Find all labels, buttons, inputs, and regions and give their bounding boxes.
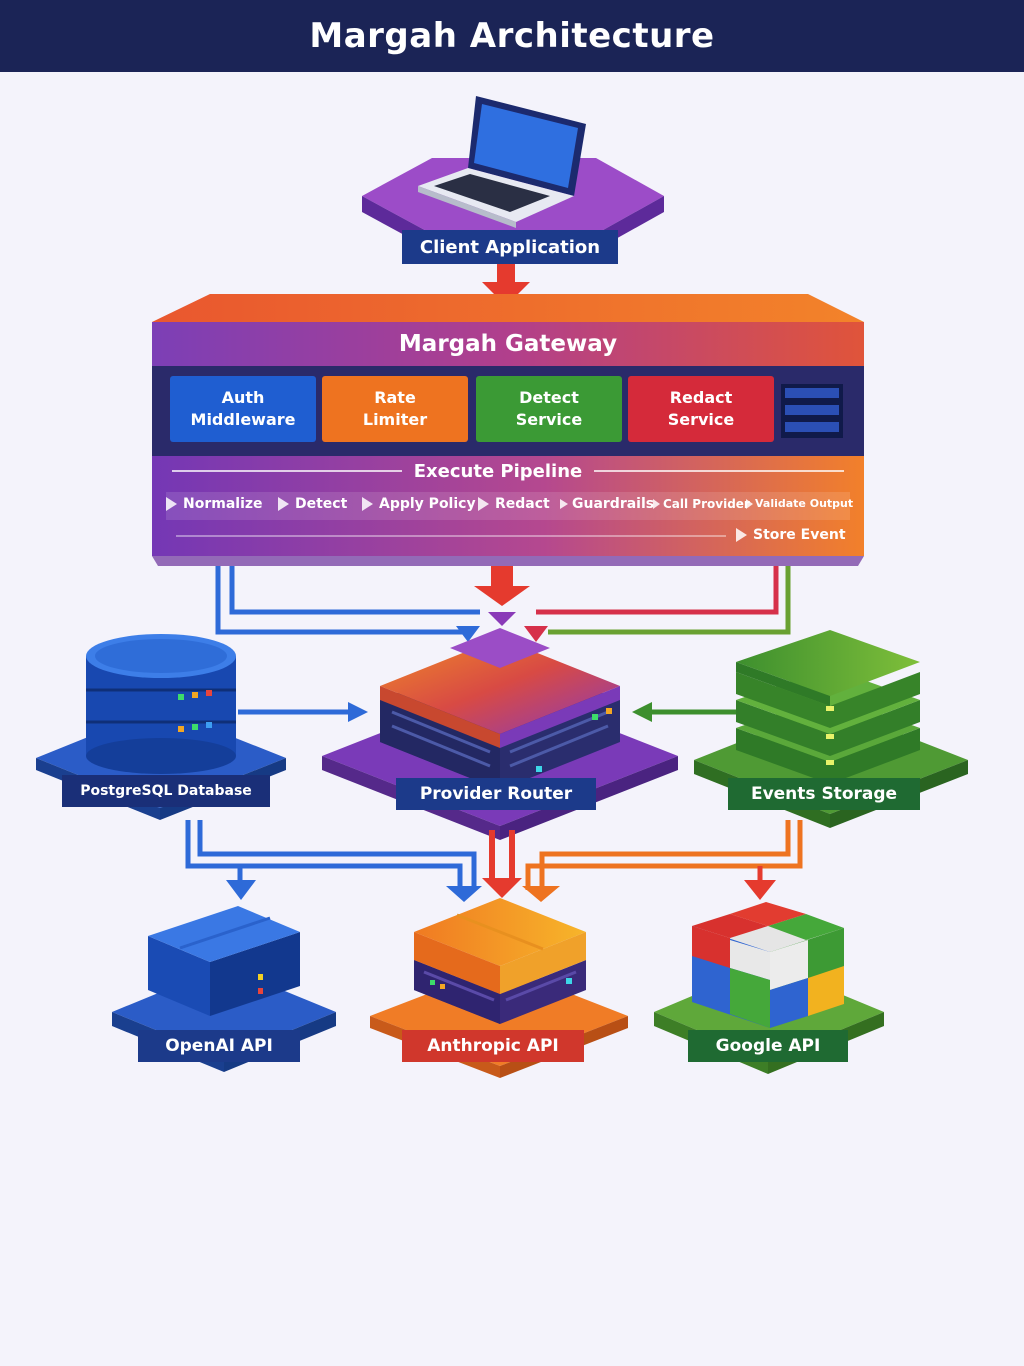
page-title: Margah Architecture: [309, 16, 715, 56]
laptop-icon: [418, 96, 586, 228]
service-line2: Service: [515, 410, 583, 429]
service-rate-limiter[interactable]: Rate Limiter: [322, 376, 468, 442]
arrow-to-anthropic-orange: [522, 886, 560, 902]
pipeline-step-detect: Detect: [278, 496, 347, 512]
events-label: Events Storage: [728, 778, 920, 810]
arrow-to-anthropic-blue: [446, 886, 482, 902]
connectors-gateway-to-router: [215, 566, 791, 635]
step-arrow-icon: [278, 497, 289, 511]
router-label: Provider Router: [396, 778, 596, 810]
step-arrow-icon: [478, 497, 489, 511]
service-line1: Redact: [669, 388, 733, 407]
arrow-to-google: [744, 880, 776, 900]
arrow-to-anthropic-red: [482, 878, 522, 898]
pipeline-step-store-event: Store Event: [736, 527, 846, 543]
connectors-to-providers: [185, 820, 803, 890]
step-label: Guardrails: [572, 496, 655, 512]
step-label: Apply Policy: [379, 496, 476, 512]
service-detect[interactable]: Detect Service: [476, 376, 622, 442]
arrow-to-router-left: [456, 626, 480, 642]
step-label: Validate Output: [755, 497, 854, 510]
service-line1: Rate: [374, 388, 416, 407]
google-label: Google API: [688, 1030, 848, 1062]
service-line2: Middleware: [190, 410, 296, 429]
server-rack-icon: [781, 384, 843, 438]
service-line1: Auth: [221, 388, 265, 407]
openai-label: OpenAI API: [138, 1030, 300, 1062]
pipeline-step-validate-output: Validate Output: [746, 497, 853, 510]
service-redact[interactable]: Redact Service: [628, 376, 774, 442]
pipeline-step-normalize: Normalize: [166, 496, 263, 512]
pipeline-step-redact: Redact: [478, 496, 550, 512]
step-label: Store Event: [753, 527, 846, 543]
arrow-to-router-right: [524, 626, 548, 642]
pipeline-title: Execute Pipeline: [413, 460, 583, 482]
service-line2: Service: [667, 410, 735, 429]
service-line2: Limiter: [362, 410, 428, 429]
pipeline-step-apply-policy: Apply Policy: [362, 496, 476, 512]
arrow-events-to-router: [632, 702, 736, 722]
step-label: Call Provider: [663, 497, 750, 511]
step-arrow-icon: [736, 528, 747, 542]
arrow-database-to-router: [238, 702, 368, 722]
pipeline-rule-left: [171, 470, 402, 472]
client-label: Client Application: [402, 230, 618, 264]
step-arrow-icon: [560, 499, 568, 509]
service-auth-middleware[interactable]: Auth Middleware: [170, 376, 316, 442]
client-label-text: Client Application: [419, 236, 601, 258]
pipeline-rule-right: [594, 470, 845, 472]
service-line1: Detect: [519, 388, 579, 407]
pipeline-step-call-provider: Call Provider: [653, 497, 750, 511]
header-bar: Margah Architecture: [0, 0, 1024, 72]
step-label: Normalize: [183, 496, 263, 512]
database-label: PostgreSQL Database: [62, 775, 270, 807]
anthropic-label: Anthropic API: [402, 1030, 584, 1062]
step-label: Detect: [295, 496, 348, 512]
step-arrow-icon: [653, 499, 660, 509]
gateway-title: Margah Gateway: [398, 331, 618, 357]
step-label: Redact: [495, 496, 550, 512]
pipeline-step-guardrails: Guardrails: [560, 496, 654, 512]
pipeline-header: Execute Pipeline: [152, 458, 864, 484]
step-arrow-icon: [362, 497, 373, 511]
arrow-gateway-to-router: [474, 566, 530, 626]
arrow-to-openai: [226, 880, 256, 900]
step-arrow-icon: [746, 498, 753, 509]
step-arrow-icon: [166, 497, 177, 511]
